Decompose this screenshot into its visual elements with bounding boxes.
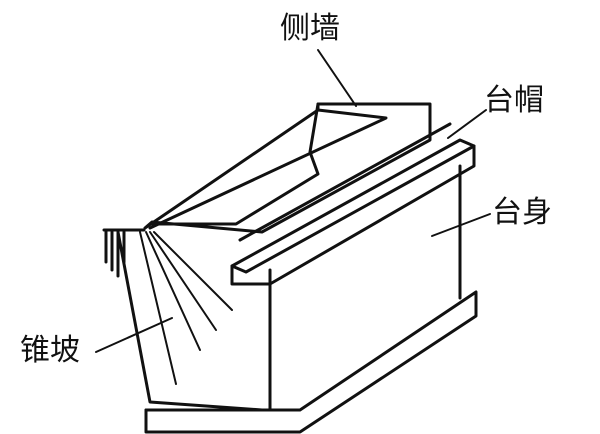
foundation bbox=[144, 290, 478, 434]
label-cap: 台帽 bbox=[484, 83, 544, 118]
cone-slope-outline bbox=[116, 230, 264, 412]
leader-side-wall bbox=[317, 49, 357, 107]
cap-front bbox=[230, 264, 272, 286]
cap-ridge bbox=[238, 122, 452, 242]
leader-cap bbox=[447, 109, 487, 139]
label-side-wall: 侧墙 bbox=[280, 11, 340, 46]
leader-cone-slope bbox=[95, 317, 173, 353]
side-wall-inner-edge bbox=[148, 108, 388, 230]
leader-body bbox=[431, 213, 491, 237]
side-wall-outline bbox=[143, 102, 432, 234]
cone-slope-hatch bbox=[139, 231, 233, 385]
ground-hatch bbox=[102, 228, 146, 278]
label-cone-slope: 锥坡 bbox=[20, 333, 80, 368]
side-wall-front-face bbox=[150, 102, 320, 226]
label-body: 台身 bbox=[492, 195, 552, 230]
cap-right bbox=[268, 144, 476, 286]
